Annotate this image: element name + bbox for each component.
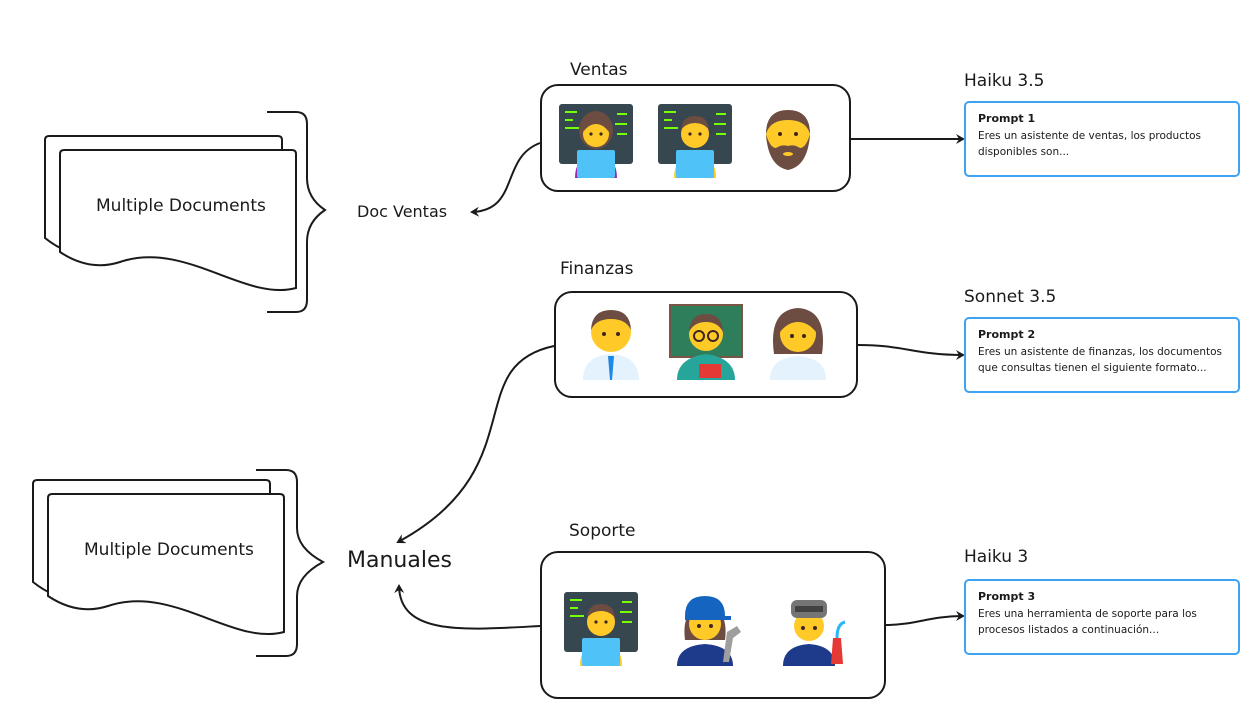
model-name-1: Haiku 3.5	[964, 71, 1045, 91]
brace-2	[256, 469, 326, 657]
technologist-man-icon	[564, 592, 638, 666]
technologist-man-icon	[658, 104, 732, 178]
group-title-soporte: Soporte	[569, 521, 636, 541]
prompt-text-line-2: disponibles son...	[978, 146, 1070, 158]
arrow-finanzas-to-manuales	[396, 345, 555, 544]
mechanic-woman-icon	[677, 596, 741, 666]
woman-icon	[770, 308, 826, 380]
prompt-card-1: Prompt 1 Eres un asistente de ventas, lo…	[964, 101, 1240, 177]
model-name-3: Haiku 3	[964, 547, 1029, 567]
bearded-man-icon	[766, 110, 810, 170]
prompt-text-line-1: Eres un asistente de finanzas, los docum…	[978, 346, 1223, 358]
prompt-card-3: Prompt 3 Eres una herramienta de soporte…	[964, 579, 1240, 655]
group-title-ventas: Ventas	[570, 60, 628, 80]
document-label-2: Multiple Documents	[84, 540, 254, 560]
prompt-text-line-1: Eres un asistente de ventas, los product…	[978, 130, 1201, 142]
arrow-soporte-to-manuales	[394, 584, 541, 630]
brace-1	[267, 111, 327, 313]
prompt-text-line-2: procesos listados a continuación...	[978, 624, 1160, 636]
group-title-finanzas: Finanzas	[560, 259, 634, 279]
prompt-title: Prompt 1	[978, 112, 1036, 125]
prompt-title: Prompt 3	[978, 590, 1036, 603]
document-stack-2	[32, 479, 285, 635]
arrow-soporte-to-model	[885, 611, 965, 626]
arrow-ventas-to-doc-ventas	[470, 142, 541, 217]
factory-worker-man-icon	[783, 600, 846, 666]
prompt-card-2: Prompt 2 Eres un asistente de finanzas, …	[964, 317, 1240, 393]
prompt-title: Prompt 2	[978, 328, 1036, 341]
model-name-2: Sonnet 3.5	[964, 287, 1057, 307]
document-label-1: Multiple Documents	[96, 196, 266, 216]
prompt-text-line-1: Eres una herramienta de soporte para los	[978, 608, 1197, 620]
office-worker-man-icon	[583, 310, 639, 380]
document-stack-1	[44, 135, 297, 291]
technologist-woman-icon	[559, 104, 633, 178]
prompt-text-line-2: que consultas tienen el siguiente format…	[978, 362, 1207, 374]
manuales-label: Manuales	[347, 548, 452, 573]
doc-ventas-label: Doc Ventas	[357, 202, 448, 221]
arrow-finanzas-to-model	[857, 344, 965, 360]
teacher-man-icon	[669, 304, 743, 380]
